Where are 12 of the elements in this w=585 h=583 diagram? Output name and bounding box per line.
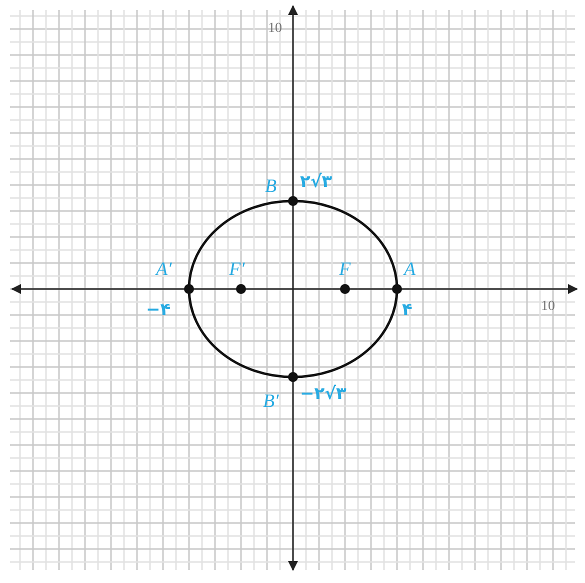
coordinate-label: ۴ [402, 302, 412, 319]
coordinate-label: −۴ [146, 302, 171, 319]
coordinate-label: ۲√۳ [300, 174, 332, 191]
point-label: A′ [156, 260, 172, 279]
point-label: F [339, 260, 351, 279]
axis-tick-label: 10 [268, 22, 282, 36]
point-label: B [265, 177, 277, 196]
axis-tick-label: 10 [541, 300, 555, 314]
point-label: F′ [229, 260, 245, 279]
point-label: A [404, 260, 416, 279]
point-label: B′ [263, 392, 279, 411]
coordinate-label: −۲√۳ [300, 386, 346, 403]
